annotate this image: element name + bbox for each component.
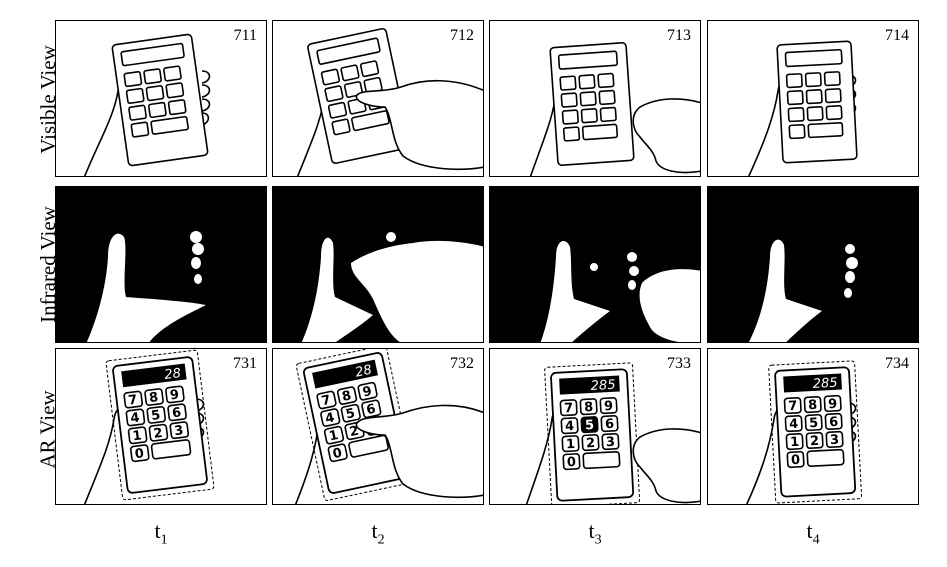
- key-label: 8: [808, 398, 818, 413]
- key-label: 2: [810, 434, 820, 449]
- key-label: 3: [606, 435, 616, 450]
- visible-panel-712: 712: [272, 20, 484, 177]
- key-label: 9: [604, 399, 614, 414]
- panel-number: 731: [233, 355, 257, 372]
- time-label-1: t1: [154, 518, 168, 548]
- time-label-4: t4: [806, 518, 820, 548]
- key-label: 0: [567, 455, 577, 470]
- key-label: 1: [132, 428, 143, 444]
- key-label: 4: [789, 417, 799, 432]
- key-label: 8: [341, 388, 353, 405]
- panel-number: 713: [667, 27, 691, 44]
- ar-display-text: 28: [164, 366, 182, 383]
- infrared-illustration: [540, 241, 700, 342]
- visible-illustration: [296, 27, 483, 176]
- key-label: 0: [331, 446, 343, 463]
- key-label: 3: [830, 433, 840, 448]
- key-label: 1: [790, 435, 800, 450]
- infrared-panel-2: [272, 186, 484, 343]
- ar-illustration: 285 7 8 9 4 5 6 1 2 3 0: [525, 362, 700, 504]
- time-label-3: t3: [588, 518, 602, 548]
- key-label: 2: [348, 424, 360, 441]
- key-label: 9: [169, 388, 180, 404]
- key-label: 7: [127, 393, 138, 409]
- visible-illustration: [83, 33, 211, 176]
- key-label: 6: [365, 402, 377, 419]
- visible-panel-713: 713: [489, 20, 701, 177]
- key-label: 7: [788, 399, 798, 414]
- visible-illustration: [748, 40, 858, 176]
- infrared-panel-3: [489, 186, 701, 343]
- panel-number: 733: [667, 355, 691, 372]
- panel-number: 714: [885, 27, 909, 44]
- key-label: 3: [173, 423, 184, 439]
- infrared-illustration: [748, 239, 858, 342]
- ar-panel-733: 285 7 8 9 4 5 6 1 2 3 0 733: [489, 348, 701, 505]
- panel-number: 734: [885, 355, 909, 372]
- infrared-panel-4: [707, 186, 919, 343]
- key-label: 9: [828, 397, 838, 412]
- panel-number: 711: [233, 27, 257, 44]
- ar-display-text: 285: [812, 376, 838, 392]
- key-label: 5: [809, 416, 819, 431]
- ar-display-text: 285: [590, 378, 616, 394]
- panel-number: 732: [450, 355, 474, 372]
- key-label: 7: [564, 401, 574, 416]
- key-label: 4: [324, 410, 336, 427]
- key-label: 8: [584, 400, 594, 415]
- infrared-panel-1: [55, 186, 267, 343]
- key-label: 2: [153, 426, 164, 442]
- key-label: 4: [565, 419, 575, 434]
- key-label: 0: [134, 446, 145, 462]
- highlighted-key: [580, 416, 599, 434]
- key-label: 8: [148, 390, 159, 406]
- key-label: 5: [345, 406, 357, 423]
- key-label: 4: [130, 411, 141, 427]
- visible-panel-711: 711: [55, 20, 267, 177]
- key-label: 6: [171, 405, 182, 421]
- ar-illustration: 28 7 8 9 4 5 6 1 2 3 0: [83, 349, 215, 504]
- ar-display-text: 28: [354, 363, 373, 381]
- infrared-illustration: [86, 231, 206, 342]
- panel-number: 712: [450, 27, 474, 44]
- time-label-2: t2: [371, 518, 385, 548]
- key-label: 7: [320, 393, 332, 410]
- key-label: 6: [605, 417, 615, 432]
- visible-panel-714: 714: [707, 20, 919, 177]
- ar-illustration: 28 7 8 9 4 5 6 1 2 3 0: [294, 349, 483, 504]
- highlighted-key-label: 5: [585, 418, 595, 433]
- ar-panel-734: 285 7 8 9 4 5 6 1 2 3 0 734: [707, 348, 919, 505]
- key-label: 9: [361, 384, 373, 401]
- key-label: 2: [586, 436, 596, 451]
- key-label: 1: [328, 428, 340, 445]
- key-label: 1: [566, 437, 576, 452]
- infrared-illustration: [301, 232, 483, 342]
- ar-illustration: 285 7 8 9 4 5 6 1 2 3 0: [746, 360, 863, 504]
- key-label: 5: [150, 408, 161, 424]
- key-label: 0: [791, 453, 801, 468]
- ar-panel-732: 28 7 8 9 4 5 6 1 2 3 0 732: [272, 348, 484, 505]
- ar-panel-731: 28 7 8 9 4 5 6 1 2 3 0 731: [55, 348, 267, 505]
- visible-illustration: [529, 41, 700, 176]
- key-label: 6: [829, 415, 839, 430]
